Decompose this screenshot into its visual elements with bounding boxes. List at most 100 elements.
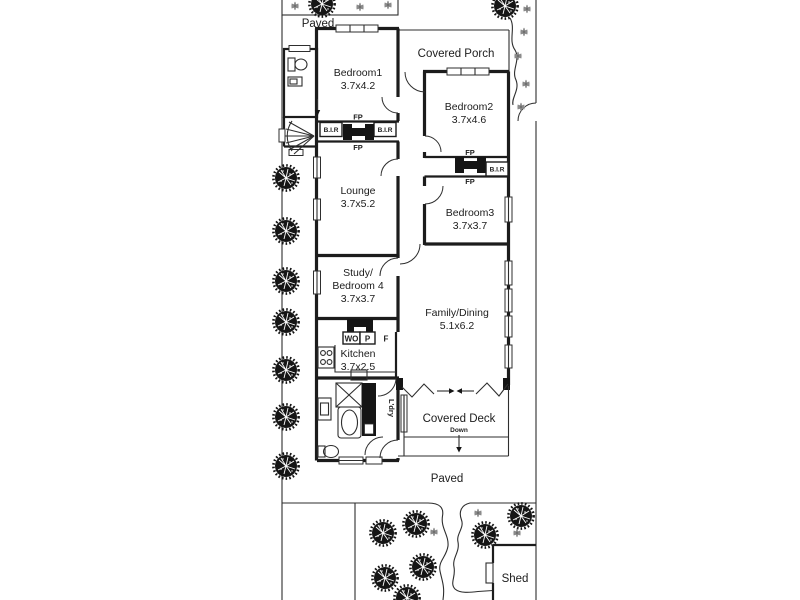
toilet-icon xyxy=(287,57,308,72)
fireplace-bir-row-2: FP FP B.I.R xyxy=(455,148,509,186)
wc-fixtures xyxy=(287,57,308,87)
tree-icon xyxy=(491,0,519,20)
room-size-study: 3.7x3.7 xyxy=(341,293,376,305)
fireplace-icon xyxy=(455,157,486,173)
deck-down-label: Down xyxy=(450,427,468,434)
door-arc-icon xyxy=(377,377,397,397)
down-arrow-icon xyxy=(456,435,462,453)
tree-icon xyxy=(369,519,397,547)
room-size-bedroom3: 3.7x3.7 xyxy=(453,220,488,232)
cooktop-icon xyxy=(317,346,335,369)
windows xyxy=(278,24,513,465)
room-label-lounge: Lounge xyxy=(340,185,375,197)
room-label-bedroom1: Bedroom1 xyxy=(334,67,383,79)
room-label-family-dining: Family/Dining xyxy=(425,307,489,319)
covered-deck-label: Covered Deck xyxy=(423,413,496,425)
bir-label: B.I.R xyxy=(378,127,393,134)
window-icon xyxy=(504,260,513,286)
window-icon xyxy=(504,288,513,313)
shrub-icon xyxy=(383,0,393,10)
shed-label: Shed xyxy=(502,573,529,585)
doors xyxy=(314,71,444,459)
rear-garden-bed xyxy=(471,502,535,549)
tree-icon xyxy=(272,217,300,245)
sink-icon xyxy=(350,369,368,381)
stairs-icon xyxy=(285,120,315,155)
tree-icon xyxy=(272,356,300,384)
shrub-icon xyxy=(521,79,531,89)
pantry-box xyxy=(359,331,376,345)
window-icon xyxy=(504,315,513,338)
tree-icon xyxy=(402,510,430,538)
door-arc-icon xyxy=(399,243,421,265)
fireplace-bir-row-1: B.I.R B.I.R FP FP xyxy=(319,113,397,152)
fp-label: FP xyxy=(353,143,363,152)
zigzag-icon xyxy=(401,382,509,398)
door-arc-icon xyxy=(379,257,399,277)
tree-icon xyxy=(272,308,300,336)
wall-oven-label: WO xyxy=(345,335,359,344)
tree-icon xyxy=(272,267,300,295)
window-icon xyxy=(313,198,321,221)
pantry-label: P xyxy=(365,335,371,344)
bathtub-icon xyxy=(337,406,362,439)
shrub-icon xyxy=(513,51,523,61)
fireplace-icon xyxy=(343,124,374,140)
tree-icon xyxy=(471,521,499,549)
right-side-planting xyxy=(491,0,532,112)
house-walls xyxy=(282,26,511,463)
window-icon xyxy=(504,196,513,223)
door-arc-icon xyxy=(379,439,399,459)
window-icon xyxy=(504,344,513,369)
shrub-icon xyxy=(512,528,522,538)
room-label-bedroom3: Bedroom3 xyxy=(446,207,495,219)
paved-bottom-label: Paved xyxy=(431,473,464,485)
door-arc-icon xyxy=(364,436,384,456)
shrub-icon xyxy=(522,4,532,14)
lawn-trees xyxy=(369,510,439,600)
door-arc-icon xyxy=(404,71,426,93)
property-boundary xyxy=(281,0,537,600)
door-arc-icon xyxy=(381,96,399,114)
vanity-icon xyxy=(317,397,332,421)
shrub-icon xyxy=(355,2,365,12)
tree-icon xyxy=(371,564,399,592)
room-label-bedroom2: Bedroom2 xyxy=(445,101,494,113)
fp-label: FP xyxy=(465,177,475,186)
bir-label: B.I.R xyxy=(324,127,339,134)
window-icon xyxy=(365,456,383,465)
kitchen-chimney xyxy=(347,319,373,333)
bir-label: B.I.R xyxy=(490,167,505,174)
tree-icon xyxy=(272,452,300,480)
window-icon xyxy=(338,456,364,465)
shrub-icon xyxy=(290,1,300,11)
tree-icon xyxy=(507,502,535,530)
room-size-kitchen: 3.7x2.5 xyxy=(341,361,376,373)
tree-icon xyxy=(308,0,336,18)
laundry-bench xyxy=(362,383,376,436)
toilet-icon xyxy=(317,444,340,459)
kitchen-fixtures: WO P F xyxy=(317,319,396,381)
window-icon xyxy=(278,128,286,143)
shed: Shed xyxy=(485,543,536,600)
vanity-icon xyxy=(287,76,303,87)
left-boundary-trees xyxy=(272,164,300,480)
bir-box xyxy=(485,161,509,177)
room-label-kitchen: Kitchen xyxy=(340,348,375,360)
window-icon xyxy=(335,24,379,33)
door-arc-icon xyxy=(380,158,399,177)
door-arc-icon xyxy=(424,135,442,153)
window-icon xyxy=(446,67,490,76)
bir-box xyxy=(319,121,343,138)
shower-icon xyxy=(335,382,363,408)
room-size-bedroom2: 3.7x4.6 xyxy=(452,114,487,126)
room-label-study-line2: Bedroom 4 xyxy=(332,280,384,292)
window-icon xyxy=(288,45,311,52)
covered-deck: Covered Deck Down xyxy=(398,382,510,457)
covered-porch-label: Covered Porch xyxy=(418,48,495,60)
shrub-icon xyxy=(473,508,483,518)
front-garden-bed xyxy=(281,0,399,18)
window-icon xyxy=(313,156,321,179)
